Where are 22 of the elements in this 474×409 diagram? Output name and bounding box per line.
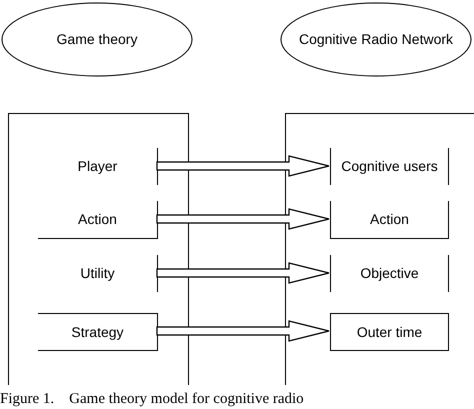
node-label: Game theory <box>56 30 138 49</box>
hollow-arrow <box>156 262 330 284</box>
node-label: Strategy <box>71 322 124 342</box>
node-label: Player <box>78 157 118 176</box>
ellipse-node <box>280 2 472 77</box>
node-label: Action <box>78 210 117 229</box>
concept-box <box>38 313 158 351</box>
hollow-arrow <box>156 155 330 177</box>
concept-box <box>330 148 449 185</box>
node-label: Objective <box>360 264 419 283</box>
node-label: Utility <box>80 264 115 283</box>
concept-box <box>330 313 449 351</box>
concept-box <box>330 255 449 292</box>
node-label: Action <box>370 210 409 229</box>
figure-caption: Figure 1. Game theory model for cognitive radio <box>0 390 304 409</box>
concept-box <box>330 201 449 239</box>
hollow-arrow <box>156 208 330 230</box>
ellipse-node <box>1 2 193 77</box>
node-label: Outer time <box>356 322 422 342</box>
hollow-arrow <box>156 320 330 342</box>
node-label: Cognitive users <box>341 157 438 176</box>
node-label: Cognitive Radio Network <box>298 30 454 49</box>
